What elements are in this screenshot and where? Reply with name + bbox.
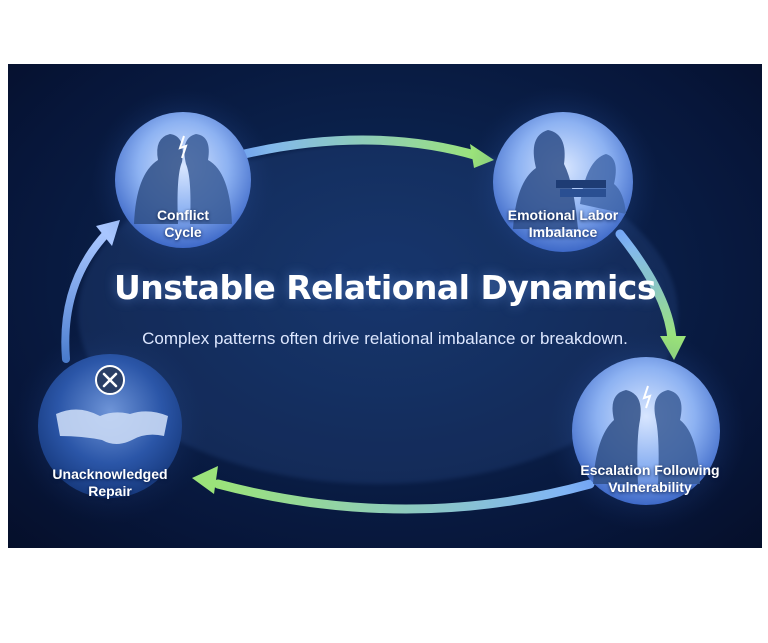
label-emotional-line1: Emotional Labor — [507, 207, 619, 223]
label-conflict-line2: Cycle — [164, 224, 202, 240]
arguing-couple-illustration — [134, 134, 183, 224]
label-conflict-cycle: Conflict Cycle — [123, 207, 243, 241]
stacked-books-illustration — [556, 180, 606, 188]
cycle-diagram — [12, 86, 746, 531]
diagram-canvas: Unstable Relational Dynamics Complex pat… — [8, 64, 762, 548]
spark-icon — [178, 135, 188, 159]
label-escalation: Escalation Following Vulnerability — [560, 462, 740, 496]
tension-spark-icon — [642, 385, 652, 409]
label-emotional-line2: Imbalance — [528, 224, 598, 240]
arrowhead-bottom — [192, 466, 218, 494]
diagram-title: Unstable Relational Dynamics — [113, 268, 657, 307]
label-conflict-line1: Conflict — [156, 207, 210, 223]
label-unacknowledged-repair: Unacknowledged Repair — [35, 466, 185, 500]
diagram-subtitle: Complex patterns often drive relational … — [142, 329, 628, 348]
label-escalation-line1: Escalation Following — [580, 462, 720, 478]
node-unacknowledged-repair — [12, 328, 208, 524]
node-escalation — [546, 331, 746, 531]
node-conflict-cycle — [91, 88, 275, 272]
confrontation-illustration — [593, 390, 641, 484]
label-repair-line1: Unacknowledged — [52, 466, 168, 482]
label-repair-line2: Repair — [88, 483, 132, 499]
label-emotional-labor: Emotional Labor Imbalance — [488, 207, 638, 241]
node-emotional-labor — [467, 86, 659, 278]
label-escalation-line2: Vulnerability — [608, 479, 692, 495]
handshake-illustration — [56, 409, 168, 444]
stressed-person-illustration — [513, 130, 578, 229]
arrow-escalation-to-repair — [213, 479, 595, 514]
